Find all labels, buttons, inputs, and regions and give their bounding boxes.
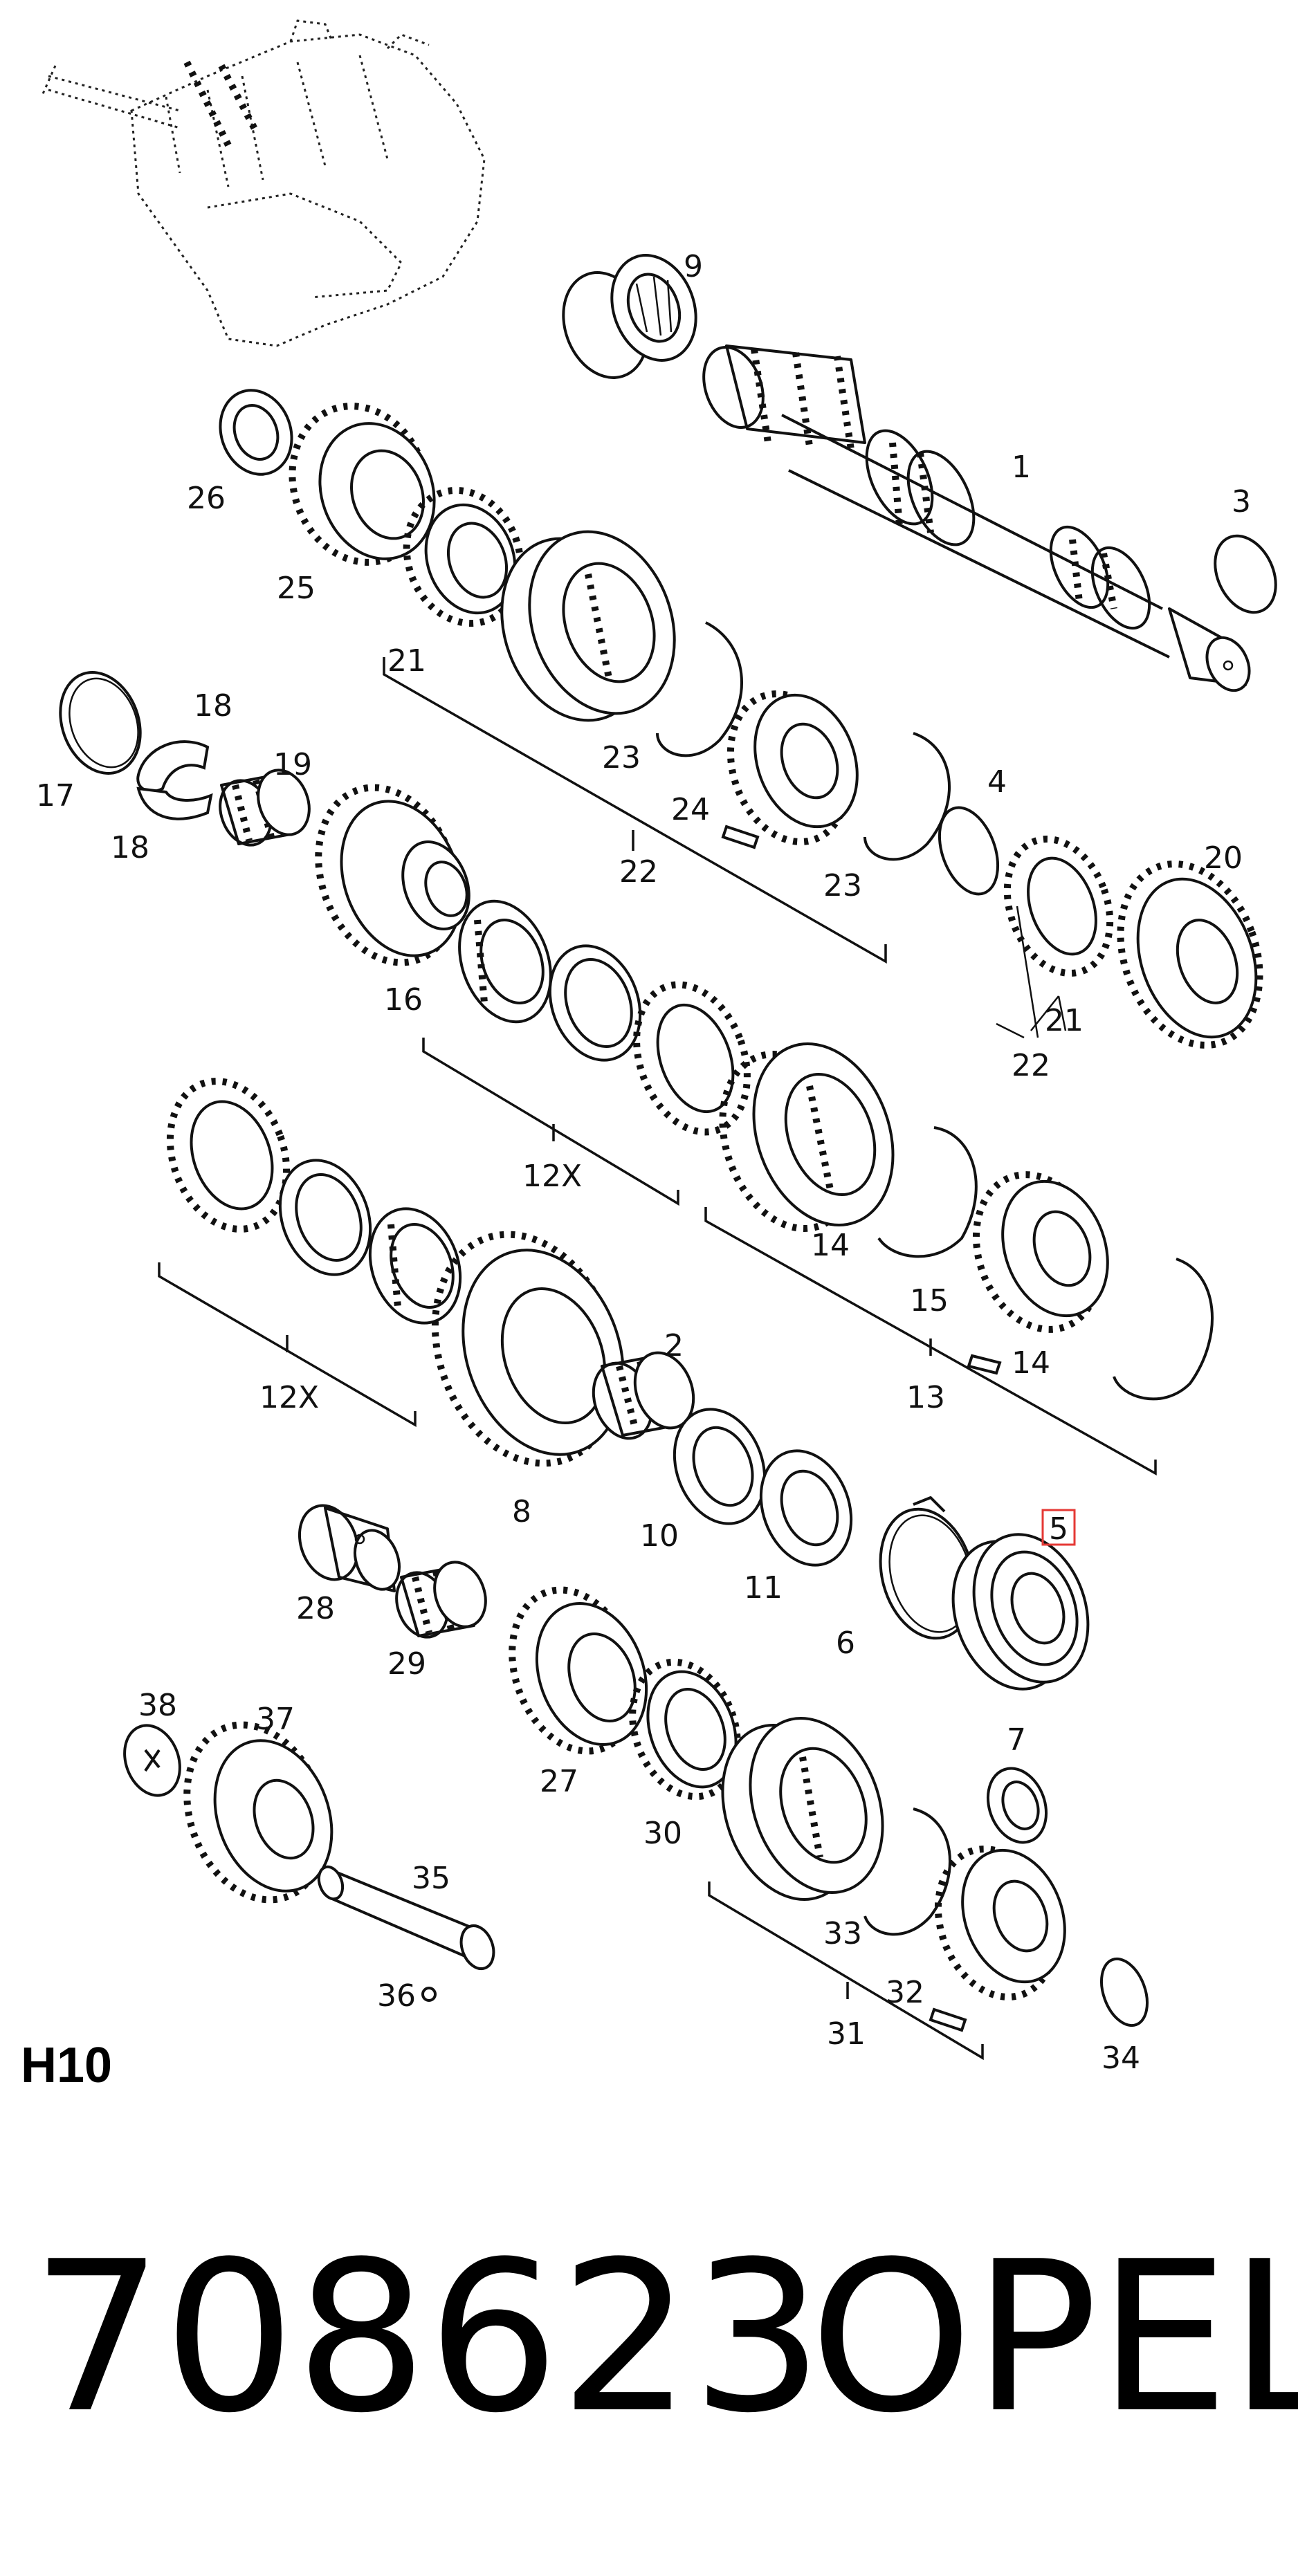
callout-35: 35: [412, 1861, 450, 1896]
part-12x-synchro-set-middle: [458, 899, 751, 1136]
part-24-key: [721, 825, 760, 849]
callout-13: 13: [906, 1380, 945, 1415]
callout-27: 27: [540, 1764, 578, 1799]
callout-28: 28: [296, 1591, 335, 1626]
callout-23-upper: 23: [602, 740, 641, 775]
part-35-idler-shaft: [317, 1865, 495, 1970]
part-8-large-gear: [431, 1231, 625, 1467]
part-18-split-washer: [136, 740, 213, 820]
part-14-spring-a: [877, 1126, 978, 1258]
part-22-sync-sleeve-upper: [500, 530, 676, 722]
callout-22-right: 22: [1012, 1048, 1050, 1083]
callout-5-highlight: [1041, 1509, 1076, 1546]
callout-6: 6: [836, 1626, 855, 1661]
part-17-ring: [59, 671, 142, 775]
callout-18-bottom: 18: [111, 830, 149, 865]
part-13-sync-sleeve-middle: [719, 1042, 895, 1232]
leader-lines: [996, 905, 1067, 1039]
callout-11: 11: [744, 1570, 783, 1606]
part-4-snap-ring: [938, 806, 1000, 896]
part-29-needle-bearing: [395, 1561, 487, 1639]
part-16-gear: [315, 784, 470, 966]
callout-3: 3: [1232, 484, 1251, 519]
part-34-circlip: [1100, 1957, 1149, 2027]
callout-1: 1: [1012, 450, 1031, 485]
part-31-sync-assembly: [721, 1717, 1066, 2000]
callout-15: 15: [910, 1283, 949, 1318]
part-19-needle-bearing: [219, 769, 311, 847]
part-30-synchro-ring: [629, 1658, 741, 1801]
part-33-spring: [863, 1807, 951, 1936]
callout-9: 9: [684, 249, 703, 284]
callout-labels: 1 2 3 4 5 6 7 8 9 10 11 12X 12X 13 14 14…: [36, 249, 1251, 2076]
part-23-spring-upper-b: [863, 732, 951, 861]
callout-21-upper: 21: [387, 643, 426, 679]
part-26-thrust-washer: [219, 389, 293, 476]
callout-4: 4: [987, 764, 1007, 800]
callout-8: 8: [512, 1494, 531, 1529]
callout-21-right: 21: [1045, 1003, 1084, 1038]
part-25-gear: [289, 403, 436, 566]
part-14-key: [967, 1354, 1002, 1375]
part-20-gear: [1117, 861, 1263, 1049]
part-21-synchro-ring-right: [1003, 836, 1114, 977]
callout-24: 24: [671, 792, 710, 827]
callout-16: 16: [384, 982, 423, 1018]
callout-33: 33: [823, 1916, 862, 1951]
part-2-needle-bearing: [592, 1351, 695, 1440]
callout-12x-lower: 12X: [259, 1380, 319, 1415]
callout-38: 38: [138, 1688, 177, 1723]
part-11-washer: [759, 1449, 853, 1567]
callout-37: 37: [256, 1702, 295, 1737]
callout-32: 32: [886, 1975, 924, 2010]
callout-10: 10: [640, 1518, 679, 1554]
part-12x-synchro-set-lower: [166, 1078, 462, 1325]
callout-22-upper: 22: [619, 854, 658, 890]
part-32-key: [929, 2007, 967, 2032]
callout-14-spring: 14: [811, 1228, 850, 1263]
part-5-ball-bearing: [951, 1533, 1090, 1691]
callout-14-key: 14: [1012, 1345, 1050, 1381]
callout-31: 31: [827, 2016, 866, 2052]
part-23-spring-upper-a: [656, 621, 744, 757]
part-37-reverse-idler-gear: [183, 1721, 333, 1904]
part-10-washer: [673, 1408, 767, 1525]
callout-5: 5: [1049, 1511, 1068, 1547]
callout-17: 17: [36, 778, 75, 813]
callout-12x-middle: 12X: [522, 1159, 582, 1194]
callout-19: 19: [273, 747, 312, 782]
part-27-gear: [509, 1586, 648, 1755]
callout-20: 20: [1204, 840, 1243, 876]
part-9-roller-bearing: [562, 254, 697, 379]
part-15-sync-hub-middle: [972, 1171, 1109, 1333]
callout-2: 2: [664, 1328, 684, 1363]
callout-36: 36: [377, 1978, 416, 2014]
part-22-sync-hub-upper: [726, 690, 859, 845]
part-36-ball: [421, 1987, 437, 2002]
part-1-main-shaft: [702, 344, 1251, 692]
callout-7: 7: [1007, 1722, 1026, 1758]
callout-29: 29: [387, 1646, 426, 1682]
transmission-housing-thumbnail: [40, 19, 486, 347]
part-3-snap-ring: [1214, 534, 1277, 614]
part-number: 708623: [31, 2217, 824, 2458]
assembly-brackets: [158, 657, 1157, 2061]
part-38-washer: [123, 1724, 181, 1797]
callout-34: 34: [1102, 2041, 1140, 2076]
callout-30: 30: [643, 1816, 682, 1851]
callout-18-top: 18: [194, 688, 232, 724]
part-21-synchro-ring-upper: [403, 486, 524, 627]
part-14-spring-b: [1113, 1258, 1214, 1401]
group-code: H10: [21, 2038, 113, 2093]
brand-name: OPEL: [810, 2217, 1298, 2458]
exploded-gearbox-diagram: 1 2 3 4 5 6 7 8 9 10 11 12X 12X 13 14 14…: [36, 19, 1277, 2076]
part-7-snap-ring: [986, 1767, 1048, 1844]
callout-25: 25: [277, 571, 316, 606]
callout-26: 26: [187, 481, 226, 516]
callout-23-lower: 23: [823, 868, 862, 903]
part-28-bushing: [298, 1504, 401, 1592]
